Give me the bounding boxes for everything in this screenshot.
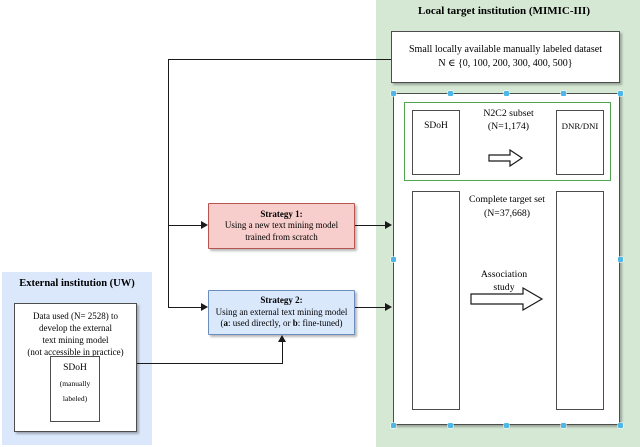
small-dataset-line2: N ∈ {0, 100, 200, 300, 400, 500} [438,58,573,69]
selection-handle[interactable] [391,257,396,262]
n2c2-subset-caption-line1: N2C2 subset [483,108,534,119]
sdoh-subset-label: SDoH [424,121,448,131]
arrowhead-into-strategy2-icon [201,303,208,311]
association-caption-line1: Association [480,269,528,280]
n2c2-subset-group-box[interactable] [404,102,611,181]
small-dataset-line1: Small locally available manually labeled… [409,44,602,55]
selection-handle[interactable] [391,423,396,428]
selection-handle[interactable] [561,423,566,428]
arrowhead-strategy2-target-icon [385,303,392,311]
block-arrow-right-small-icon[interactable] [488,149,524,167]
selection-handle[interactable] [504,423,509,428]
association-study-caption: Association study [458,268,550,294]
n2c2-subset-caption-line2: (N=1,174) [487,121,530,132]
external-sdoh-label: SDoH [63,363,87,373]
local-target-panel-title: Local target institution (MIMIC-III) [417,5,590,17]
complete-set-right-column-box[interactable] [556,191,604,410]
external-data-line3: text mining model [42,335,109,345]
dnr-dni-subset-label: DNR/DNI [561,121,599,131]
strategy2-line1: Using an external text mining model [215,306,348,317]
n2c2-subset-caption: N2C2 subset (N=1,174) [461,107,556,133]
strategy2-line2: (a: used directly, or b: fine-tuned) [220,318,343,329]
strategy1-line2: trained from scratch [245,231,318,242]
strategy1-line1: Using a new text mining model [224,220,339,231]
complete-set-caption: Complete target set (N=37,668) [458,193,556,221]
complete-set-caption-line2: (N=37,668) [483,208,531,219]
strategy2-title: Strategy 2: [260,295,303,306]
selection-handle[interactable] [618,257,623,262]
connector-dataset-to-trunk[interactable] [168,59,391,60]
connector-strategy1-to-target[interactable] [355,225,385,226]
arrowhead-into-strategy2-bottom-icon [278,335,286,342]
connector-vertical-trunk[interactable] [168,59,169,308]
complete-set-left-column-box[interactable] [412,191,460,410]
selection-handle[interactable] [448,423,453,428]
strategy1-box[interactable]: Strategy 1: Using a new text mining mode… [208,203,355,249]
complete-set-caption-line1: Complete target set [469,194,545,205]
connector-external-vertical[interactable] [282,342,283,363]
small-dataset-box[interactable]: Small locally available manually labeled… [391,31,620,83]
dnr-dni-subset-box[interactable]: DNR/DNI [556,110,604,175]
external-sdoh-box[interactable]: SDoH (manually labeled) [50,356,100,422]
arrowhead-strategy1-target-icon [385,221,392,229]
connector-trunk-to-strategy2[interactable] [168,307,201,308]
selection-handle[interactable] [448,91,453,96]
selection-handle[interactable] [391,91,396,96]
strategy2-box[interactable]: Strategy 2: Using an external text minin… [208,290,355,335]
selection-handle[interactable] [618,91,623,96]
external-data-line2: develop the external [39,323,112,333]
external-data-line1: Data used (N= 2528) to [32,311,119,321]
strategy1-title: Strategy 1: [260,208,303,219]
external-panel-title: External institution (UW) [19,278,135,289]
block-arrow-right-large-icon[interactable] [470,287,544,311]
association-caption-line2: study [493,282,515,293]
external-sdoh-sub1: (manually [59,379,91,388]
connector-strategy2-to-target[interactable] [355,307,385,308]
arrowhead-into-strategy1-icon [201,221,208,229]
selection-handle[interactable] [618,423,623,428]
external-sdoh-sub2: labeled) [62,394,88,403]
external-data-line4: (not accessible in practice) [27,347,124,357]
sdoh-subset-box[interactable]: SDoH [412,110,460,175]
connector-external-horizontal[interactable] [137,363,283,364]
connector-trunk-to-strategy1[interactable] [168,225,201,226]
selection-handle[interactable] [504,91,509,96]
selection-handle[interactable] [561,91,566,96]
